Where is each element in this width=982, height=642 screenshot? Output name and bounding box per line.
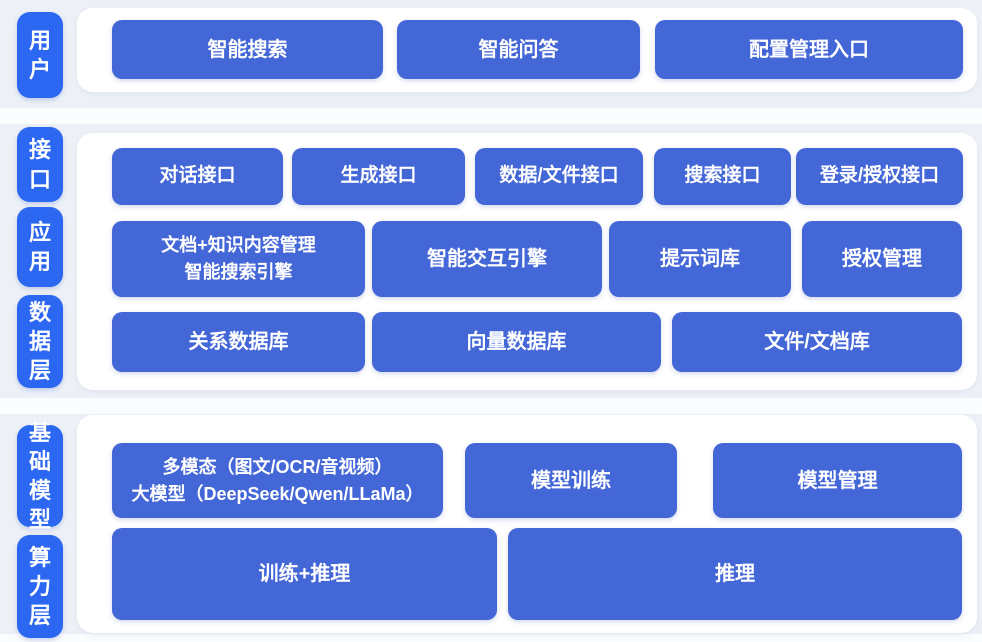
- layer-label-text: 用户: [28, 27, 51, 82]
- layer-label-foundation-model: 基础模型: [17, 420, 63, 532]
- block-multimodal-llm: 多模态（图文/OCR/音视频） 大模型（DeepSeek/Qwen/LLaMa）: [112, 443, 443, 518]
- block-model-training: 模型训练: [465, 443, 677, 518]
- section-gap-stripe: [0, 634, 982, 642]
- block-search-api: 搜索接口: [654, 148, 791, 205]
- block-inference: 推理: [508, 528, 962, 620]
- block-interaction-engine: 智能交互引擎: [372, 221, 602, 297]
- block-auth-mgmt: 授权管理: [802, 221, 962, 297]
- layer-label-text: 基础模型: [28, 419, 51, 533]
- block-dialog-api: 对话接口: [112, 148, 283, 205]
- block-relational-db: 关系数据库: [112, 312, 365, 372]
- layer-label-text: 应用: [28, 219, 51, 274]
- layer-label-data: 数据层: [17, 295, 63, 388]
- layer-label-application: 应用: [17, 207, 63, 287]
- block-smart-search: 智能搜索: [112, 20, 383, 79]
- block-train-inference: 训练+推理: [112, 528, 497, 620]
- layer-label-text: 数据层: [28, 299, 51, 384]
- block-prompt-library: 提示词库: [609, 221, 791, 297]
- section-gap-stripe: [0, 108, 982, 124]
- layer-label-text: 接口: [28, 137, 51, 192]
- block-vector-db: 向量数据库: [372, 312, 661, 372]
- block-file-doc-store: 文件/文档库: [672, 312, 962, 372]
- block-smart-qa: 智能问答: [397, 20, 640, 79]
- block-login-auth-api: 登录/授权接口: [796, 148, 963, 205]
- block-doc-knowledge-search-engine: 文档+知识内容管理 智能搜索引擎: [112, 221, 365, 297]
- layer-label-text: 算力层: [28, 544, 51, 629]
- layer-label-compute: 算力层: [17, 535, 63, 638]
- block-generation-api: 生成接口: [292, 148, 465, 205]
- block-model-mgmt: 模型管理: [713, 443, 962, 518]
- layer-label-interface: 接口: [17, 127, 63, 202]
- block-data-file-api: 数据/文件接口: [475, 148, 643, 205]
- block-config-entry: 配置管理入口: [655, 20, 963, 79]
- layer-label-user: 用户: [17, 12, 63, 98]
- section-gap-stripe: [0, 398, 982, 414]
